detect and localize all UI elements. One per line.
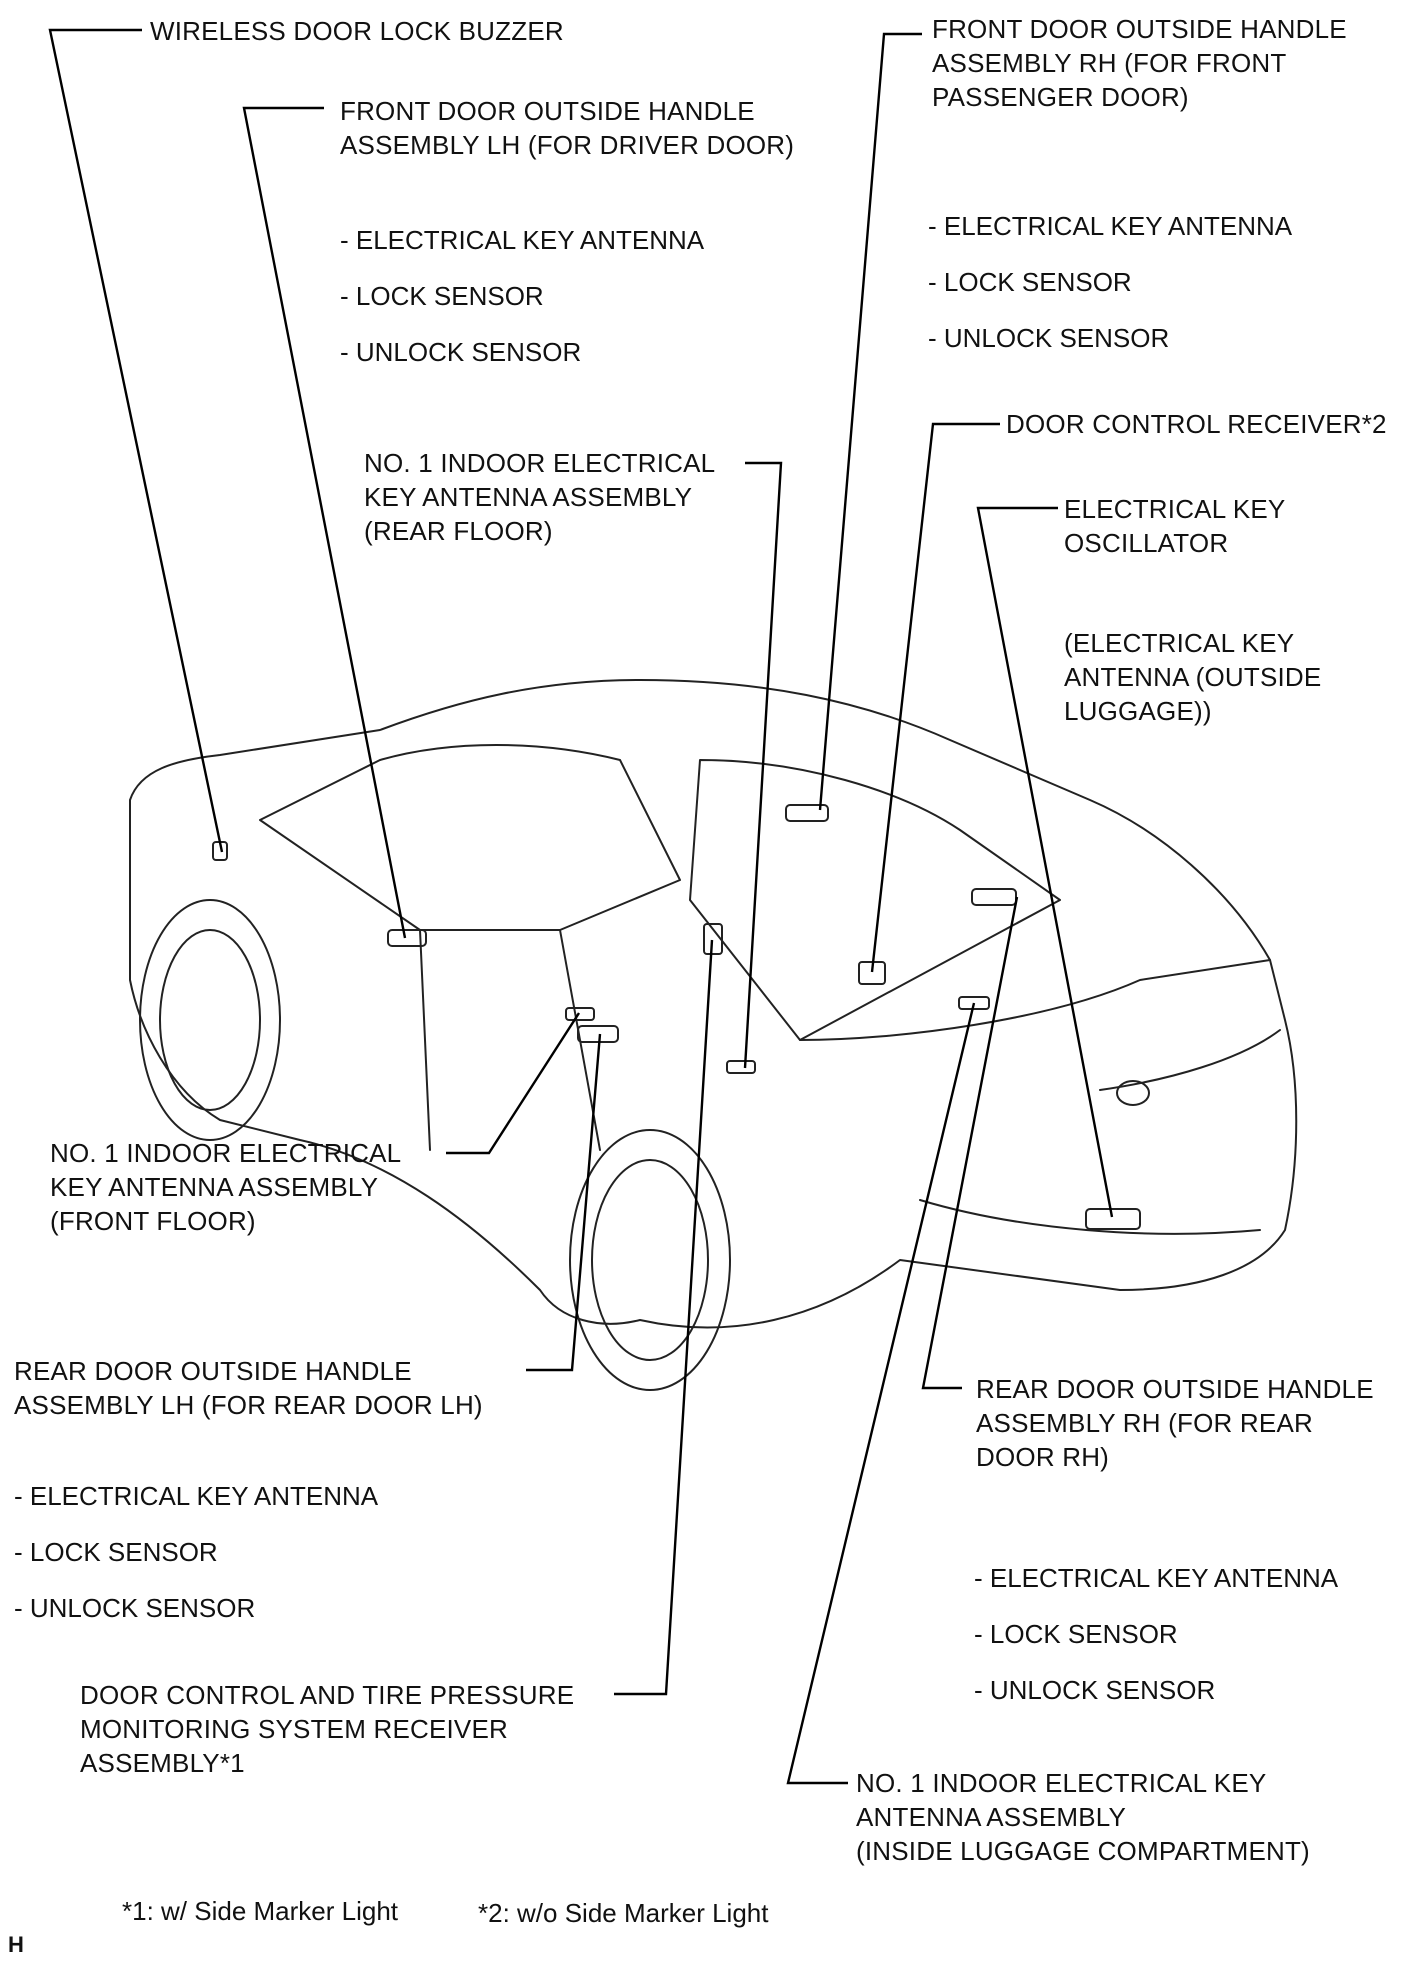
item-lock-sensor: - LOCK SENSOR: [14, 1537, 218, 1567]
label-line: ELECTRICAL KEY: [1064, 494, 1286, 524]
front-door-handle-lh-items: - ELECTRICAL KEY ANTENNA - LOCK SENSOR -…: [340, 212, 704, 380]
leader-indoor-luggage: [786, 1002, 976, 1785]
front-rh-handle-mark: [785, 804, 829, 822]
label-line: NO. 1 INDOOR ELECTRICAL: [364, 448, 716, 478]
label-line: DOOR CONTROL RECEIVER*2: [1006, 409, 1387, 439]
label-line: FRONT DOOR OUTSIDE HANDLE: [932, 14, 1347, 44]
front-floor-antenna-mark: [565, 1007, 595, 1021]
leader-buzzer: [48, 28, 224, 853]
rear-wheel-inner: [591, 1159, 709, 1361]
leader-front-rh: [818, 32, 922, 811]
window-line: [259, 744, 681, 931]
rear-wheel: [569, 1129, 731, 1391]
item-electrical-key-antenna: - ELECTRICAL KEY ANTENNA: [14, 1481, 379, 1511]
label-line: DOOR CONTROL AND TIRE PRESSURE: [80, 1680, 575, 1710]
leader-indoor-rear: [743, 461, 783, 1069]
label-line: ANTENNA ASSEMBLY: [856, 1802, 1127, 1832]
label-line: ANTENNA (OUTSIDE: [1064, 662, 1322, 692]
front-door-handle-rh-items: - ELECTRICAL KEY ANTENNA - LOCK SENSOR -…: [928, 198, 1292, 366]
label-line: REAR DOOR OUTSIDE HANDLE: [14, 1356, 412, 1386]
rear-door-handle-lh-items: - ELECTRICAL KEY ANTENNA - LOCK SENSOR -…: [14, 1468, 378, 1636]
leader-door-receiver: [870, 422, 1000, 973]
bumper-line: [919, 1199, 1261, 1235]
tpms-receiver-mark: [703, 923, 723, 955]
label-oscillator-note: (ELECTRICAL KEY ANTENNA (OUTSIDE LUGGAGE…: [1064, 626, 1321, 728]
emblem: [1116, 1080, 1150, 1106]
item-unlock-sensor: - UNLOCK SENSOR: [340, 337, 582, 367]
label-line: LUGGAGE)): [1064, 696, 1212, 726]
front-wheel-inner: [159, 929, 261, 1111]
front-wheel: [139, 899, 281, 1141]
label-line: ASSEMBLY LH (FOR DRIVER DOOR): [340, 130, 795, 160]
item-unlock-sensor: - UNLOCK SENSOR: [974, 1675, 1216, 1705]
car-body-outline: [129, 679, 1298, 1329]
label-front-door-handle-rh: FRONT DOOR OUTSIDE HANDLE ASSEMBLY RH (F…: [932, 12, 1347, 114]
item-unlock-sensor: - UNLOCK SENSOR: [14, 1593, 256, 1623]
leader-rear-rh: [921, 896, 1019, 1390]
label-wireless-door-lock-buzzer: WIRELESS DOOR LOCK BUZZER: [150, 14, 564, 48]
label-line: NO. 1 INDOOR ELECTRICAL KEY: [856, 1768, 1267, 1798]
item-lock-sensor: - LOCK SENSOR: [928, 267, 1132, 297]
footnote-2: *2: w/o Side Marker Light: [478, 1898, 769, 1928]
label-line: ASSEMBLY LH (FOR REAR DOOR LH): [14, 1390, 483, 1420]
label-line: MONITORING SYSTEM RECEIVER: [80, 1714, 508, 1744]
label-line: REAR DOOR OUTSIDE HANDLE: [976, 1374, 1374, 1404]
label-line: (FRONT FLOOR): [50, 1206, 256, 1236]
label-electrical-key-oscillator: ELECTRICAL KEY OSCILLATOR: [1064, 492, 1285, 560]
label-line: WIRELESS DOOR LOCK BUZZER: [150, 16, 564, 46]
luggage-antenna-mark: [958, 996, 990, 1010]
label-line: PASSENGER DOOR): [932, 82, 1189, 112]
label-line: KEY ANTENNA ASSEMBLY: [364, 482, 693, 512]
label-tpms-receiver: DOOR CONTROL AND TIRE PRESSURE MONITORIN…: [80, 1678, 574, 1780]
rear-rh-handle-mark: [971, 888, 1017, 906]
label-line: KEY ANTENNA ASSEMBLY: [50, 1172, 379, 1202]
rear-window: [689, 759, 1061, 1041]
label-indoor-antenna-luggage: NO. 1 INDOOR ELECTRICAL KEY ANTENNA ASSE…: [856, 1766, 1310, 1868]
label-line: ASSEMBLY*1: [80, 1748, 245, 1778]
label-indoor-antenna-rear-floor: NO. 1 INDOOR ELECTRICAL KEY ANTENNA ASSE…: [364, 446, 715, 548]
leader-rear-lh: [526, 1033, 602, 1372]
label-line: OSCILLATOR: [1064, 528, 1229, 558]
tail-lamp: [1099, 1029, 1281, 1091]
label-rear-door-handle-rh: REAR DOOR OUTSIDE HANDLE ASSEMBLY RH (FO…: [976, 1372, 1374, 1474]
label-line: (REAR FLOOR): [364, 516, 553, 546]
label-line: ASSEMBLY RH (FOR FRONT: [932, 48, 1287, 78]
leader-front-lh: [242, 106, 407, 939]
label-line: ASSEMBLY RH (FOR REAR: [976, 1408, 1313, 1438]
footnote-1: *1: w/ Side Marker Light: [122, 1896, 399, 1926]
item-lock-sensor: - LOCK SENSOR: [340, 281, 544, 311]
label-line: (INSIDE LUGGAGE COMPARTMENT): [856, 1836, 1310, 1866]
label-rear-door-handle-lh: REAR DOOR OUTSIDE HANDLE ASSEMBLY LH (FO…: [14, 1354, 483, 1422]
front-lh-handle-mark: [387, 929, 427, 947]
item-electrical-key-antenna: - ELECTRICAL KEY ANTENNA: [928, 211, 1293, 241]
corner-mark: H: [8, 1932, 24, 1957]
item-unlock-sensor: - UNLOCK SENSOR: [928, 323, 1170, 353]
door-line-front: [419, 929, 431, 1151]
leader-tpms: [614, 939, 714, 1696]
label-front-door-handle-lh: FRONT DOOR OUTSIDE HANDLE ASSEMBLY LH (F…: [340, 94, 794, 162]
label-line: (ELECTRICAL KEY: [1064, 628, 1295, 658]
item-lock-sensor: - LOCK SENSOR: [974, 1619, 1178, 1649]
oscillator-mark: [1085, 1208, 1141, 1230]
leader-oscillator: [976, 506, 1114, 1218]
item-electrical-key-antenna: - ELECTRICAL KEY ANTENNA: [974, 1563, 1339, 1593]
label-door-control-receiver: DOOR CONTROL RECEIVER*2: [1006, 407, 1387, 441]
rear-door-handle-rh-items: - ELECTRICAL KEY ANTENNA - LOCK SENSOR -…: [974, 1550, 1338, 1718]
label-indoor-antenna-front-floor: NO. 1 INDOOR ELECTRICAL KEY ANTENNA ASSE…: [50, 1136, 401, 1238]
label-line: FRONT DOOR OUTSIDE HANDLE: [340, 96, 755, 126]
item-electrical-key-antenna: - ELECTRICAL KEY ANTENNA: [340, 225, 705, 255]
rear-floor-antenna-mark: [726, 1060, 756, 1074]
label-line: DOOR RH): [976, 1442, 1110, 1472]
label-line: NO. 1 INDOOR ELECTRICAL: [50, 1138, 402, 1168]
trunk-line: [799, 959, 1271, 1041]
leader-indoor-front: [446, 1012, 581, 1155]
rear-lh-handle-mark: [577, 1025, 619, 1043]
